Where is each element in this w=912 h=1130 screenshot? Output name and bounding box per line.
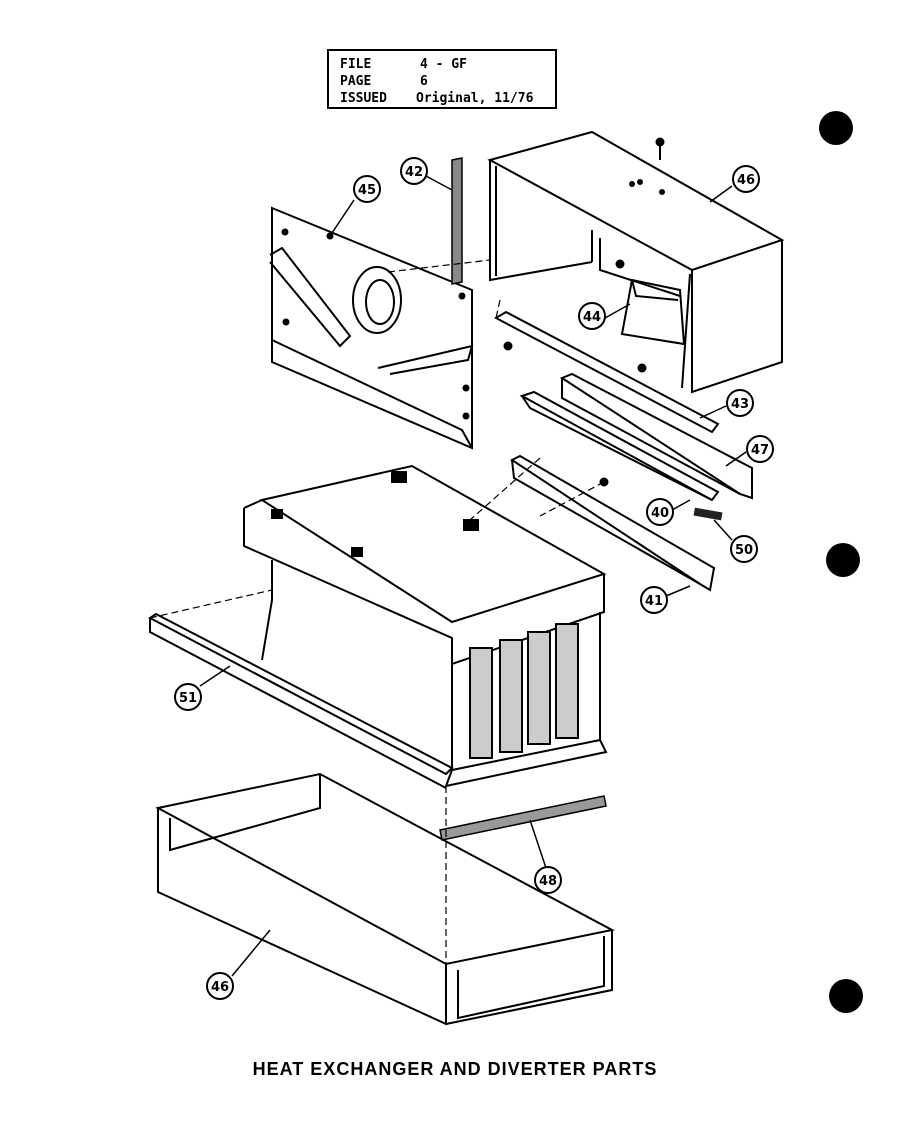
screws <box>503 137 665 487</box>
part-47-angle-channel <box>559 372 753 500</box>
svg-text:40: 40 <box>651 506 669 521</box>
svg-text:45: 45 <box>358 183 376 198</box>
svg-text:48: 48 <box>539 874 557 889</box>
svg-text:51: 51 <box>179 691 197 706</box>
callout-50: 50 <box>730 535 758 563</box>
heat-exchanger-core <box>243 464 608 788</box>
svg-text:41: 41 <box>645 594 663 609</box>
part-44-baffle <box>620 278 686 346</box>
svg-text:50: 50 <box>735 543 753 558</box>
leader-lines <box>199 175 747 977</box>
svg-text:46: 46 <box>737 173 755 188</box>
part-41-angle <box>510 454 716 592</box>
part-46-drain-pan <box>155 772 615 1026</box>
svg-text:47: 47 <box>751 443 769 458</box>
callout-41: 41 <box>640 586 668 614</box>
callout-47: 47 <box>746 435 774 463</box>
callout-48: 48 <box>534 866 562 894</box>
page-value: 6 <box>420 74 428 89</box>
part-51-side-rail <box>148 612 454 789</box>
callout-43: 43 <box>726 389 754 417</box>
file-value: 4 - GF <box>420 57 467 72</box>
callout-40: 40 <box>646 498 674 526</box>
page-label: PAGE <box>340 74 371 89</box>
callout-46-bottom: 46 <box>206 972 234 1000</box>
part-43-strip <box>493 310 720 434</box>
part-42-gasket-strip <box>451 157 463 285</box>
part-50-clip <box>693 507 723 521</box>
binder-holes <box>819 111 863 1013</box>
svg-text:42: 42 <box>405 165 423 180</box>
svg-text:46: 46 <box>211 980 229 995</box>
assembly-lines <box>149 259 605 964</box>
diagram-caption: HEAT EXCHANGER AND DIVERTER PARTS <box>253 1059 658 1079</box>
part-46-housing <box>487 130 785 394</box>
svg-text:44: 44 <box>583 310 601 325</box>
callout-51: 51 <box>174 683 202 711</box>
callout-46-top: 46 <box>732 165 760 193</box>
info-box: FILE 4 - GF PAGE 6 ISSUED Original, 11/7… <box>327 49 557 109</box>
part-40-channel <box>519 390 720 502</box>
issued-value: Original, 11/76 <box>416 91 534 106</box>
part-48-gasket-strip <box>439 795 607 841</box>
callout-45: 45 <box>353 175 381 203</box>
callout-44: 44 <box>578 302 606 330</box>
callouts: 45 42 46 44 43 47 40 50 41 51 48 46 <box>174 157 774 1000</box>
issued-label: ISSUED <box>340 91 387 106</box>
callout-42: 42 <box>400 157 428 185</box>
file-label: FILE <box>340 57 371 72</box>
svg-text:43: 43 <box>731 397 749 412</box>
part-45-diverter-plate <box>269 206 474 450</box>
